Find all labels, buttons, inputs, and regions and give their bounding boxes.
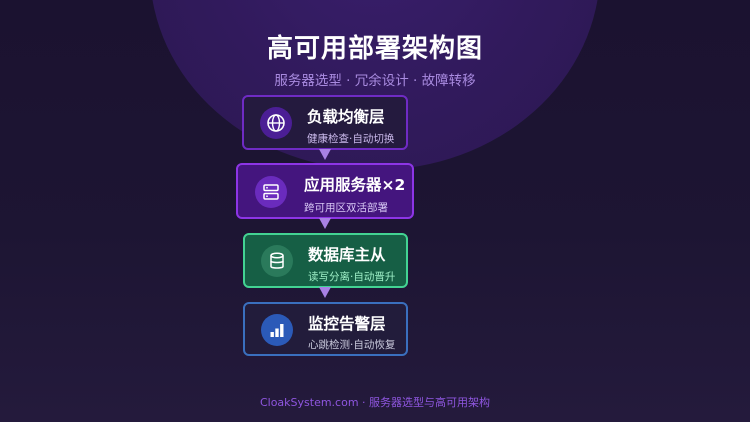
flow-arrow [319,287,331,298]
node-monitoring: 监控告警层 心跳检测·自动恢复 [243,302,408,356]
node-title: 应用服务器×2 [304,176,406,194]
server-icon [255,176,287,208]
node-app-servers: 应用服务器×2 跨可用区双活部署 [236,163,414,219]
node-title: 负载均衡层 [307,108,385,126]
page-title: 高可用部署架构图 [266,34,483,64]
globe-icon [260,107,292,139]
node-title: 监控告警层 [308,315,386,333]
node-subtitle: 心跳检测·自动恢复 [308,339,396,351]
node-subtitle: 健康检查·自动切换 [307,133,395,145]
flow-arrow [319,218,331,229]
node-database: 数据库主从 读写分离·自动晋升 [243,233,408,288]
flow-arrow [319,149,331,160]
database-icon [261,245,293,277]
node-subtitle: 跨可用区双活部署 [304,202,388,214]
node-load-balancer: 负载均衡层 健康检查·自动切换 [242,95,408,150]
footer-text: CloakSystem.com · 服务器选型与高可用架构 [259,396,491,409]
bar-chart-icon [261,314,293,346]
node-subtitle: 读写分离·自动晋升 [308,271,396,283]
node-title: 数据库主从 [308,246,386,264]
page-subtitle: 服务器选型 · 冗余设计 · 故障转移 [274,73,476,89]
